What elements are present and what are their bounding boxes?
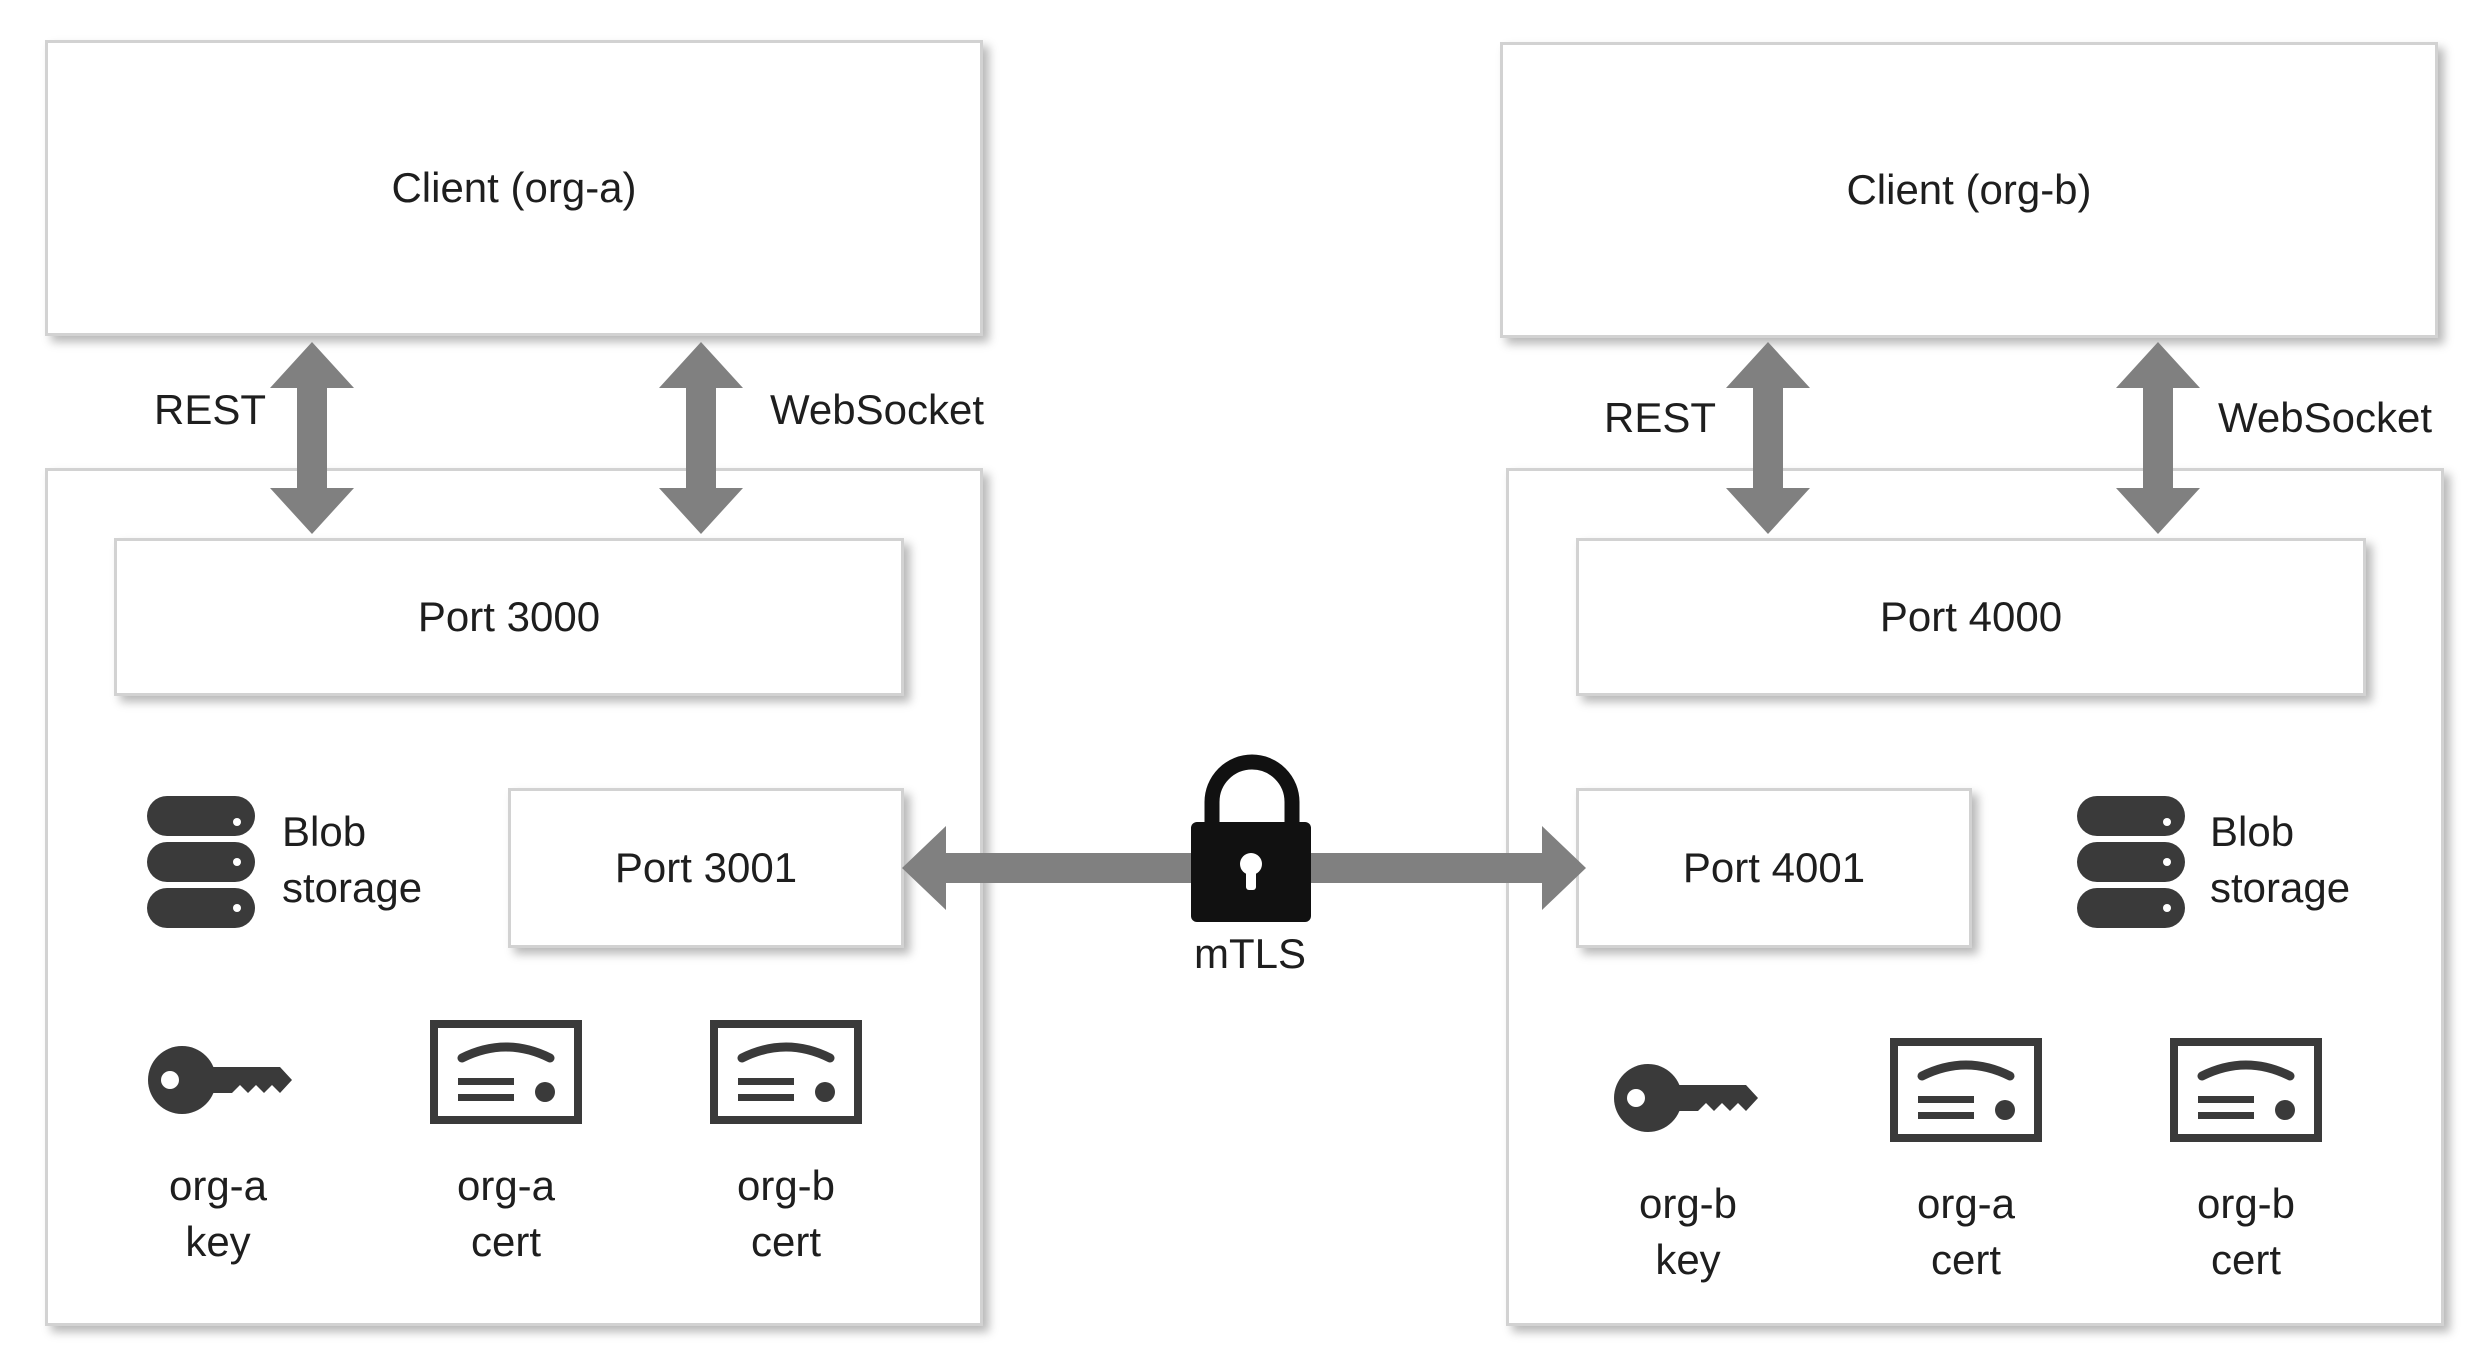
key-owner: org-a bbox=[168, 1162, 268, 1209]
org-a-cert-label-left: org-a cert bbox=[406, 1158, 606, 1270]
lock-icon bbox=[1191, 754, 1311, 922]
client-org-a-label: Client (org-a) bbox=[391, 164, 637, 211]
blob-storage-line2: storage bbox=[282, 864, 423, 911]
mtls-label: mTLS bbox=[1194, 930, 1307, 977]
client-org-b-box: Client (org-b) bbox=[1500, 42, 2438, 338]
rest-arrow-org-a bbox=[270, 342, 354, 534]
rest-label-org-b: REST bbox=[1604, 394, 1717, 441]
port-4001-box: Port 4001 bbox=[1576, 788, 1972, 948]
org-a-cert-label-right: org-a cert bbox=[1866, 1176, 2066, 1288]
port-3001-label: Port 3001 bbox=[614, 844, 798, 891]
websocket-label-org-b: WebSocket bbox=[2218, 394, 2432, 441]
cert-word: cert bbox=[750, 1218, 821, 1265]
client-org-a-box: Client (org-a) bbox=[45, 40, 983, 336]
cert-word: cert bbox=[2210, 1236, 2281, 1283]
org-b-cert-label-right: org-b cert bbox=[2146, 1176, 2346, 1288]
key-owner: org-b bbox=[1638, 1180, 1738, 1227]
blob-storage-label-org-b: Blob storage bbox=[2210, 804, 2350, 916]
port-3000-box: Port 3000 bbox=[114, 538, 904, 696]
certificate-icon bbox=[430, 1020, 582, 1124]
port-3000-label: Port 3000 bbox=[417, 593, 601, 640]
key-icon bbox=[148, 1046, 292, 1114]
cert-word: cert bbox=[470, 1218, 541, 1265]
client-org-b-label: Client (org-b) bbox=[1846, 166, 2092, 213]
database-icon bbox=[147, 796, 255, 928]
key-word: key bbox=[1655, 1236, 1721, 1283]
rest-arrow-org-b bbox=[1726, 342, 1810, 534]
cert-owner: org-a bbox=[1916, 1180, 2016, 1227]
port-4000-box: Port 4000 bbox=[1576, 538, 2366, 696]
certificate-icon bbox=[710, 1020, 862, 1124]
port-4000-label: Port 4000 bbox=[1879, 593, 2063, 640]
cert-word: cert bbox=[1930, 1236, 2001, 1283]
org-b-cert-label-left: org-b cert bbox=[686, 1158, 886, 1270]
certificate-icon bbox=[2170, 1038, 2322, 1142]
cert-owner: org-b bbox=[736, 1162, 836, 1209]
port-4001-label: Port 4001 bbox=[1682, 844, 1866, 891]
key-word: key bbox=[185, 1218, 251, 1265]
blob-storage-line2: storage bbox=[2210, 864, 2351, 911]
blob-storage-line1: Blob bbox=[2210, 808, 2295, 855]
port-3001-box: Port 3001 bbox=[508, 788, 904, 948]
websocket-arrow-org-a bbox=[659, 342, 743, 534]
org-a-key-label: org-a key bbox=[118, 1158, 318, 1270]
blob-storage-line1: Blob bbox=[282, 808, 367, 855]
websocket-arrow-org-b bbox=[2116, 342, 2200, 534]
cert-owner: org-a bbox=[456, 1162, 556, 1209]
certificate-icon bbox=[1890, 1038, 2042, 1142]
database-icon bbox=[2077, 796, 2185, 928]
blob-storage-label-org-a: Blob storage bbox=[282, 804, 422, 916]
rest-label-org-a: REST bbox=[154, 386, 267, 433]
org-b-key-label: org-b key bbox=[1588, 1176, 1788, 1288]
key-icon bbox=[1614, 1064, 1758, 1132]
websocket-label-org-a: WebSocket bbox=[770, 386, 984, 433]
cert-owner: org-b bbox=[2196, 1180, 2296, 1227]
